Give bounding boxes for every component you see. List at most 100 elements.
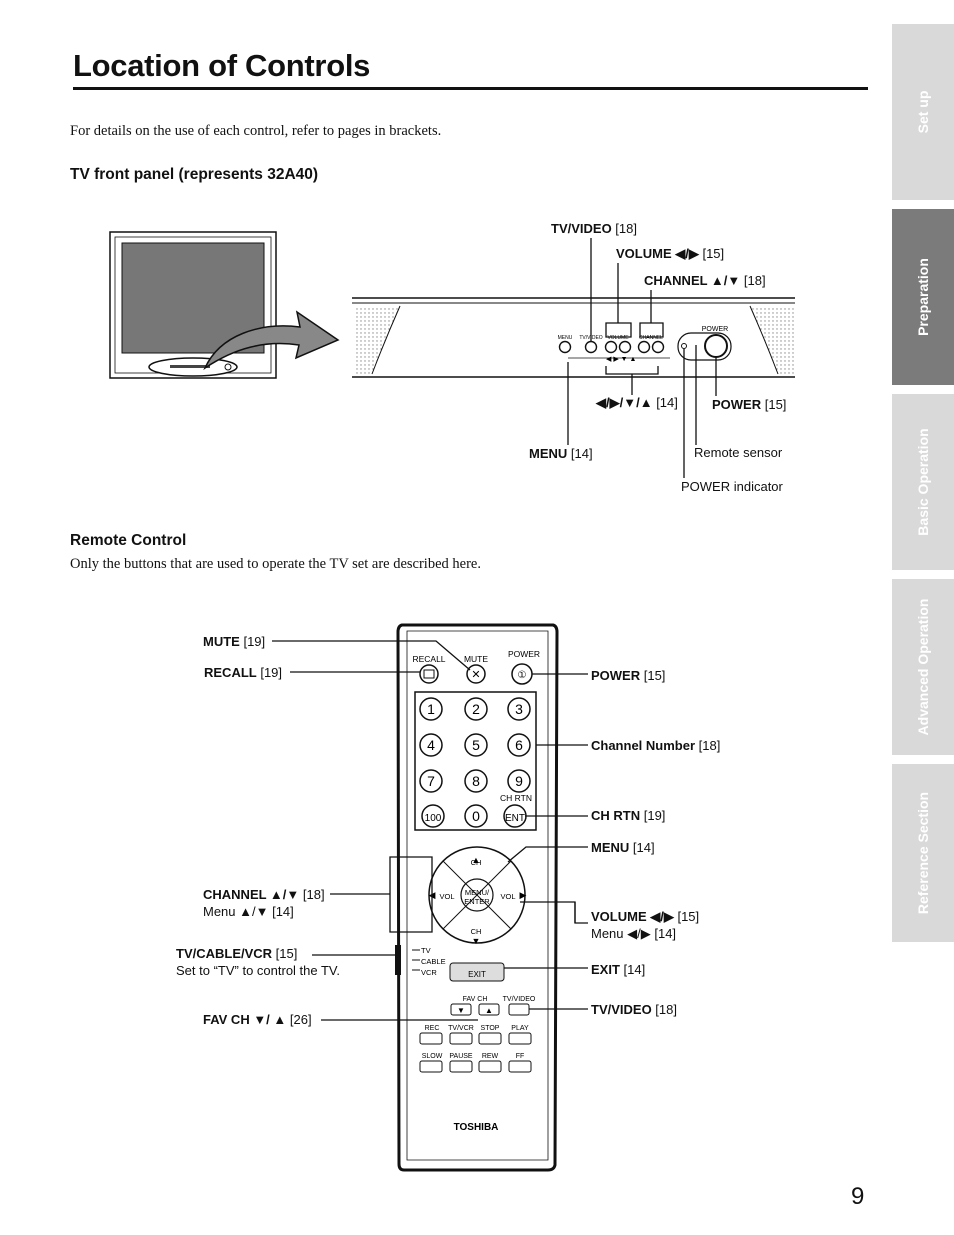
digit-button-6[interactable] (507, 733, 531, 757)
svg-text:▶: ▶ (520, 890, 527, 900)
title-rule (73, 87, 868, 90)
tv-vcr-text: TV/VCR (448, 1025, 474, 1032)
label-rc-menu: MENU [14] (591, 840, 655, 855)
label-rc-mute: MUTE [19] (203, 634, 266, 649)
zoom-arrow (203, 310, 340, 371)
digit-button-3-label: 3 (515, 701, 523, 717)
ff-text: FF (516, 1053, 525, 1060)
digit-button-0-label: 0 (472, 808, 480, 824)
svg-text:▼: ▼ (472, 936, 481, 946)
fav-ch-text: FAV CH (463, 996, 488, 1003)
digit-button-3[interactable] (507, 697, 531, 721)
ch-bottom-text: CH (471, 927, 482, 936)
digit-button-2-label: 2 (472, 701, 480, 717)
tvvideo-button (508, 1003, 530, 1016)
front-panel-callouts (567, 238, 717, 478)
panel-volume-text: VOLUME (607, 335, 629, 341)
digit-button-9-label: 9 (515, 773, 523, 789)
front-panel-diagram: MENU TV/VIDEO VOLUME CHANNEL POWER ◀ ▶ ▼… (109, 231, 795, 478)
switch-cable-text: CABLE (421, 957, 446, 966)
panel-power-text: POWER (702, 326, 728, 333)
digit-button-7[interactable] (419, 769, 443, 793)
tv-cable-vcr-switch (395, 945, 401, 975)
slow-text: SLOW (422, 1053, 443, 1060)
intro-text: For details on the use of each control, … (70, 123, 442, 139)
label-rc-exit: EXIT [14] (591, 962, 646, 977)
label-rc-tvvideo: TV/VIDEO [18] (591, 1002, 677, 1017)
recall-button (419, 664, 439, 684)
page-number: 9 (851, 1183, 865, 1210)
hundred-button[interactable] (421, 804, 445, 828)
label-rc-channel-number: Channel Number [18] (591, 738, 721, 753)
menu-enter-text-2: ENTER (464, 897, 490, 906)
label-fp-arrows: ◀/▶/▼/▲ [14] (596, 395, 678, 410)
svg-text:▼: ▼ (457, 1006, 465, 1015)
side-tab-advanced-operation[interactable]: Advanced Operation (892, 579, 954, 755)
ch-top-text: CH (471, 858, 482, 867)
digit-button-1-label: 1 (427, 701, 435, 717)
menu-enter-text-1: MENU/ (465, 888, 490, 897)
vol-right-text: VOL (500, 892, 515, 901)
side-tab-basic-operation[interactable]: Basic Operation (892, 394, 954, 570)
play-text: PLAY (511, 1025, 529, 1032)
remote-callouts (272, 640, 588, 1021)
exit-button (449, 962, 505, 982)
label-rc-channel: CHANNEL ▲/▼ [18]Menu ▲/▼ [14] (203, 887, 325, 919)
ch-rtn-text: CH RTN (500, 793, 532, 803)
digit-button-7-label: 7 (427, 773, 435, 789)
remote-note: Only the buttons that are used to operat… (70, 556, 481, 572)
front-panel-heading: TV front panel (represents 32A40) (70, 166, 319, 183)
label-power-indicator: POWER indicator (681, 479, 783, 494)
tvvideo-btn-text: TV/VIDEO (503, 996, 536, 1003)
svg-text:◀ ▶ ▼ ▲: ◀ ▶ ▼ ▲ (606, 356, 636, 363)
digit-button-8[interactable] (464, 769, 488, 793)
side-tab-preparation[interactable]: Preparation (892, 209, 954, 385)
rew-text: REW (482, 1053, 499, 1060)
page-title: Location of Controls (73, 48, 371, 83)
digit-button-4[interactable] (419, 733, 443, 757)
rec-text: REC (425, 1025, 440, 1032)
svg-text:✕: ✕ (471, 669, 480, 681)
digit-button-6-label: 6 (515, 737, 523, 753)
label-fp-menu: MENU [14] (529, 446, 593, 461)
vol-left-text: VOL (439, 892, 454, 901)
label-fp-power: POWER [15] (712, 397, 787, 412)
mute-button (466, 664, 486, 684)
digit-button-5-label: 5 (472, 737, 480, 753)
remote-brand: TOSHIBA (454, 1122, 499, 1133)
panel-menu-text: MENU (558, 335, 573, 341)
svg-text:▲: ▲ (485, 1006, 493, 1015)
ent-button-label: ENT (505, 813, 525, 824)
label-fp-volume: VOLUME ◀/▶ [15] (616, 246, 725, 261)
label-fp-tvvideo: TV/VIDEO [18] (551, 221, 637, 236)
label-rc-ch-rtn: CH RTN [19] (591, 808, 666, 823)
remote-heading: Remote Control (70, 532, 187, 549)
digit-button-4-label: 4 (427, 737, 435, 753)
front-panel-closeup: MENU TV/VIDEO VOLUME CHANNEL POWER ◀ ▶ ▼… (352, 297, 795, 378)
digit-button-9[interactable] (507, 769, 531, 793)
side-tab-setup[interactable]: Set up (892, 24, 954, 200)
svg-text:▲: ▲ (472, 855, 481, 865)
label-rc-power: POWER [15] (591, 668, 666, 683)
hundred-button-label: 100 (425, 813, 442, 824)
digit-button-2[interactable] (464, 697, 488, 721)
label-fp-channel: CHANNEL ▲/▼ [18] (644, 273, 766, 288)
svg-text:①: ① (518, 670, 527, 681)
stop-text: STOP (481, 1025, 500, 1032)
digit-button-1[interactable] (419, 697, 443, 721)
exit-text: EXIT (468, 970, 486, 979)
digit-button-8-label: 8 (472, 773, 480, 789)
number-keypad: 1 2 3 4 5 6 7 8 9 100 0 ENT (419, 697, 531, 828)
power-text: POWER (508, 649, 540, 659)
digit-button-5[interactable] (464, 733, 488, 757)
label-rc-tv-cable-vcr: TV/CABLE/VCR [15]Set to “TV” to control … (176, 946, 341, 978)
label-rc-fav-ch: FAV CH ▼/ ▲ [26] (203, 1012, 312, 1027)
pause-text: PAUSE (449, 1053, 473, 1060)
side-tab-reference-section[interactable]: Reference Section (892, 764, 954, 942)
digit-button-0[interactable] (464, 804, 488, 828)
switch-vcr-text: VCR (421, 968, 437, 977)
label-rc-volume: VOLUME ◀/▶ [15]Menu ◀/▶ [14] (591, 909, 700, 941)
panel-channel-text: CHANNEL (639, 335, 663, 341)
mute-text: MUTE (464, 654, 488, 664)
